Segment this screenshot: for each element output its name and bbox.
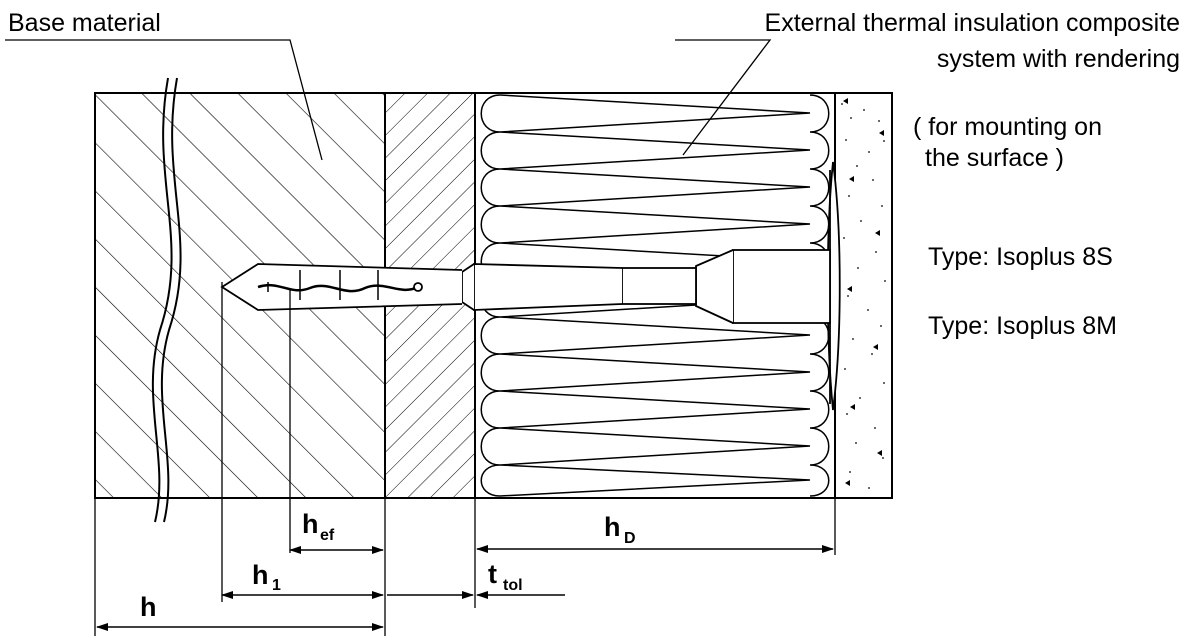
dim-label-h-d: h D [604, 512, 636, 547]
rendering-layer [834, 92, 893, 499]
label-base-material: Base material [8, 9, 161, 37]
dimension-lines [96, 545, 834, 631]
dimension-extension-lines [94, 282, 836, 636]
leader-lines [5, 39, 772, 161]
insulation-anchor [220, 161, 841, 411]
label-etics-line2: system with rendering [937, 45, 1180, 73]
svg-text:h: h [302, 509, 319, 539]
svg-text:ef: ef [320, 527, 335, 544]
dim-label-h-ef: h ef [302, 509, 335, 544]
dim-label-t-tol: t tol [488, 559, 523, 594]
svg-text:D: D [624, 530, 636, 547]
svg-text:tol: tol [503, 577, 523, 594]
svg-text:h: h [604, 512, 621, 542]
dim-label-h-1: h 1 [252, 560, 281, 594]
svg-text:h: h [252, 560, 269, 590]
label-type-8s: Type: Isoplus 8S [928, 243, 1113, 271]
svg-text:t: t [488, 559, 497, 589]
label-mounting-line2: the surface ) [925, 144, 1064, 172]
label-type-8m: Type: Isoplus 8M [928, 312, 1117, 340]
label-etics-line1: External thermal insulation composite [765, 9, 1180, 37]
svg-text:h: h [140, 592, 157, 622]
label-mounting-line1: ( for mounting on [913, 113, 1102, 141]
svg-text:1: 1 [272, 577, 281, 594]
dim-label-h: h [140, 592, 157, 622]
